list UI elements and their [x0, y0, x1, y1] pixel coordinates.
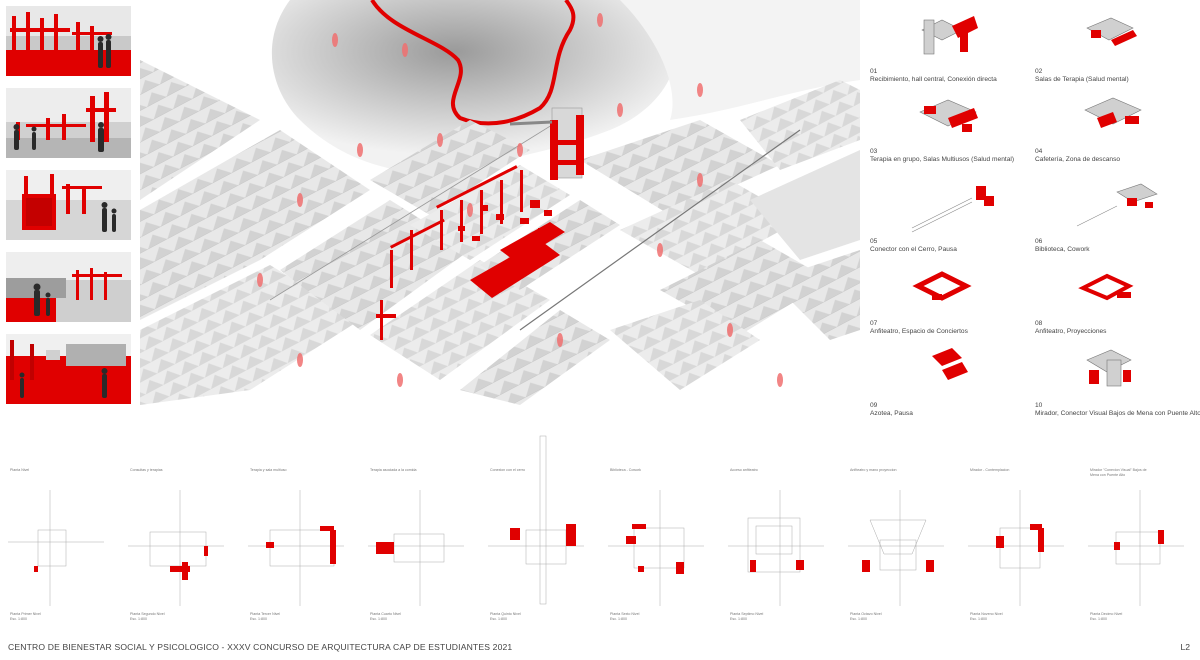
module-description: Salas de Terapia (Salud mental): [1035, 76, 1129, 83]
module-description: Mirador, Conector Visual Bajos de Mena c…: [1035, 410, 1200, 417]
page-number: L2: [1180, 642, 1190, 652]
module-number: 06: [1035, 238, 1043, 245]
module-09: 09 Azotea, Pausa: [862, 340, 1027, 428]
module-description: Anfiteatro, Espacio de Conciertos: [870, 328, 968, 335]
module-number: 10: [1035, 402, 1043, 409]
module-03: 03 Terapia en grupo, Salas Multiusos (Sa…: [862, 88, 1027, 176]
module-07: 07 Anfiteatro, Espacio de Conciertos: [862, 264, 1027, 352]
module-01: 01 Recibimiento, hall central, Conexión …: [862, 0, 1027, 88]
module-number: 05: [870, 238, 878, 245]
plan-top-label: Conexion con el cerro: [490, 468, 525, 472]
program-modules-grid: 01 Recibimiento, hall central, Conexión …: [862, 0, 1200, 440]
module-description: Cafetería, Zona de descanso: [1035, 156, 1121, 163]
floor-plan-2: Consultas y terapias Planta Segundo Nive…: [120, 430, 232, 630]
floor-plan-8: Anfiteatro y mano proyeccion Planta Octa…: [840, 430, 952, 630]
module-number: 04: [1035, 148, 1043, 155]
module-description: Azotea, Pausa: [870, 410, 913, 417]
module-number: 01: [870, 68, 878, 75]
perspective-image: [6, 334, 131, 404]
module-number: 02: [1035, 68, 1043, 75]
module-08: 08 Anfiteatro, Proyecciones: [1027, 264, 1192, 352]
plan-top-label: Terapia y sala multiuso: [250, 468, 287, 472]
plan-top-label: Acceso anfiteatro: [730, 468, 758, 472]
module-number: 09: [870, 402, 878, 409]
plan-top-label: Planta Nivel: [10, 468, 30, 472]
module-number: 08: [1035, 320, 1043, 327]
aerial-axonometric-view: [140, 0, 860, 405]
floor-plan-10: Mirador "Conexion Visual" Bajos de Mena …: [1080, 430, 1192, 630]
perspective-image: [6, 88, 131, 158]
module-10: 10 Mirador, Conector Visual Bajos de Men…: [1027, 340, 1200, 428]
plan-top-label: Mirador "Conexion Visual" Bajos de Mena …: [1090, 468, 1147, 477]
module-description: Conector con el Cerro, Pausa: [870, 246, 957, 253]
project-red-structure: [376, 107, 584, 340]
plan-top-label: Terapia asociada a la comida: [370, 468, 417, 472]
hill-trail: [370, 0, 576, 126]
plan-top-label: Consultas y terapias: [130, 468, 163, 472]
module-02: 02 Salas de Terapia (Salud mental): [1027, 0, 1192, 88]
plan-top-label: Biblioteca - Cowork: [610, 468, 641, 472]
floor-plan-4: Terapia asociada a la comida Planta Cuar…: [360, 430, 472, 630]
module-06: 06 Biblioteca, Cowork: [1027, 176, 1192, 264]
module-04: 04 Cafetería, Zona de descanso: [1027, 88, 1192, 176]
board-footer-title: CENTRO DE BIENESTAR SOCIAL Y PSICOLOGICO…: [8, 642, 513, 652]
housing-blocks-right: [580, 80, 860, 390]
module-number: 07: [870, 320, 878, 327]
module-05: 05 Conector con el Cerro, Pausa: [862, 176, 1027, 264]
perspective-image: [6, 170, 131, 240]
module-description: Anfiteatro, Proyecciones: [1035, 328, 1107, 335]
module-description: Biblioteca, Cowork: [1035, 246, 1090, 253]
module-description: Terapia en grupo, Salas Multiusos (Salud…: [870, 156, 1015, 163]
floor-plan-5: Conexion con el cerro Planta Quinto Nive…: [480, 430, 592, 630]
floor-plan-3: Terapia y sala multiuso Planta Tercer Ni…: [240, 430, 352, 630]
floor-plan-9: Mirador - Contemplacion Planta Noveno Ni…: [960, 430, 1072, 630]
module-description: Recibimiento, hall central, Conexión dir…: [870, 76, 997, 83]
trees: [257, 13, 783, 387]
plan-top-label: Mirador - Contemplacion: [970, 468, 1010, 472]
perspective-image: [6, 6, 131, 76]
perspective-image: [6, 252, 131, 322]
plan-top-label: Anfiteatro y mano proyeccion: [850, 468, 897, 472]
module-number: 03: [870, 148, 878, 155]
